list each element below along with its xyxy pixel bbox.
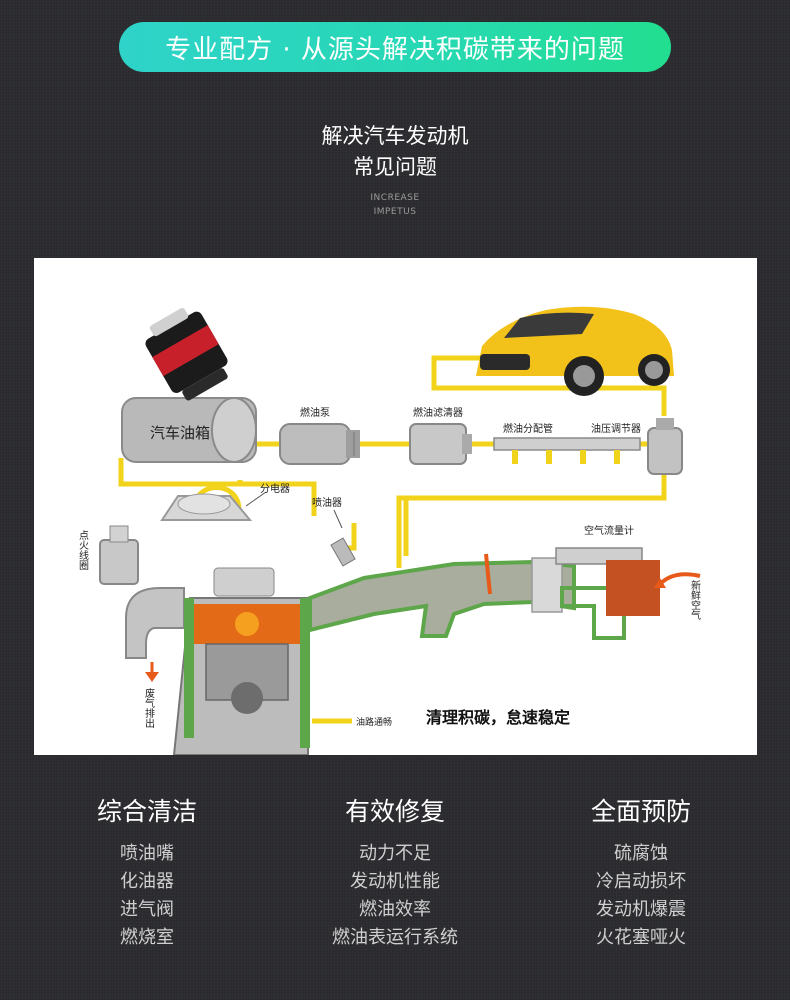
feature-column-clean: 综合清洁 喷油嘴 化油器 进气阀 燃烧室 bbox=[27, 792, 267, 952]
headline-sub2: IMPETUS bbox=[373, 207, 417, 217]
label-regulator: 油压调节器 bbox=[591, 422, 641, 435]
list-item: 化油器 bbox=[120, 871, 174, 892]
injector: 喷油器 bbox=[312, 496, 356, 567]
list-item: 火花塞哑火 bbox=[596, 927, 686, 948]
column-title: 有效修复 bbox=[344, 797, 445, 826]
label-exhaust: 废气排出 bbox=[143, 687, 155, 728]
engine-block bbox=[172, 567, 310, 755]
label-ignition-coil: 点火线圈 bbox=[77, 530, 89, 571]
list-item: 喷油嘴 bbox=[120, 843, 174, 864]
fuel-filter: 燃油滤清器 bbox=[409, 406, 472, 465]
distributor: 分电器 bbox=[160, 482, 290, 521]
list-item: 燃油表运行系统 bbox=[332, 927, 458, 948]
list-item: 进气阀 bbox=[120, 899, 174, 920]
ignition-coil: 点火线圈 bbox=[77, 525, 139, 585]
label-fuel-filter: 燃油滤清器 bbox=[413, 406, 463, 419]
list-item: 硫腐蚀 bbox=[614, 843, 668, 864]
label-tank: 汽车油箱 bbox=[150, 424, 210, 442]
banner-text: 专业配方 · 从源头解决积碳带来的问题 bbox=[165, 34, 625, 65]
list-item: 动力不足 bbox=[359, 843, 431, 864]
list-item: 燃油效率 bbox=[359, 899, 431, 920]
exhaust-manifold: 废气排出 bbox=[125, 587, 185, 728]
air-flow-meter: 空气流量计 新鲜空气 bbox=[555, 524, 701, 620]
fuel-rail: 燃油分配管 油压调节器 bbox=[493, 422, 641, 464]
column-title: 全面预防 bbox=[590, 797, 691, 826]
column-title: 综合清洁 bbox=[96, 797, 197, 826]
label-fuel-pump: 燃油泵 bbox=[300, 406, 330, 419]
label-slogan: 清理积碳，怠速稳定 bbox=[426, 708, 570, 727]
label-fresh-air: 新鲜空气 bbox=[689, 579, 701, 620]
fuel-lines bbox=[118, 355, 667, 724]
engine-diagram-panel: 汽车油箱 燃油泵 燃油滤清器 燃油分配管 bbox=[34, 258, 757, 755]
feature-column-repair: 有效修复 动力不足 发动机性能 燃油效率 燃油表运行系统 bbox=[275, 792, 515, 952]
label-fuel-rail: 燃油分配管 bbox=[503, 422, 553, 435]
list-item: 冷启动损坏 bbox=[596, 871, 686, 892]
list-item: 发动机性能 bbox=[350, 871, 440, 892]
pressure-regulator bbox=[647, 418, 683, 475]
label-air-flow-meter: 空气流量计 bbox=[584, 524, 634, 537]
headline-line1: 解决汽车发动机 bbox=[321, 124, 469, 148]
headline-line2: 常见问题 bbox=[353, 155, 437, 179]
fuel-pump: 燃油泵 bbox=[279, 406, 360, 465]
label-distributor: 分电器 bbox=[260, 482, 290, 495]
fuel-tank: 汽车油箱 bbox=[121, 397, 257, 463]
additive-bottle bbox=[145, 307, 228, 401]
label-injector: 喷油器 bbox=[312, 496, 342, 509]
label-oil-clear: 油路通畅 bbox=[356, 716, 392, 728]
intake-manifold bbox=[308, 553, 626, 640]
engine-diagram: 汽车油箱 燃油泵 燃油滤清器 燃油分配管 bbox=[77, 306, 701, 755]
sports-car bbox=[476, 306, 674, 396]
top-banner: 专业配方 · 从源头解决积碳带来的问题 bbox=[119, 22, 671, 72]
list-item: 发动机爆震 bbox=[596, 899, 686, 920]
feature-column-prevent: 全面预防 硫腐蚀 冷启动损坏 发动机爆震 火花塞哑火 bbox=[521, 792, 761, 952]
headline-sub1: INCREASE bbox=[370, 193, 420, 203]
list-item: 燃烧室 bbox=[120, 927, 174, 948]
